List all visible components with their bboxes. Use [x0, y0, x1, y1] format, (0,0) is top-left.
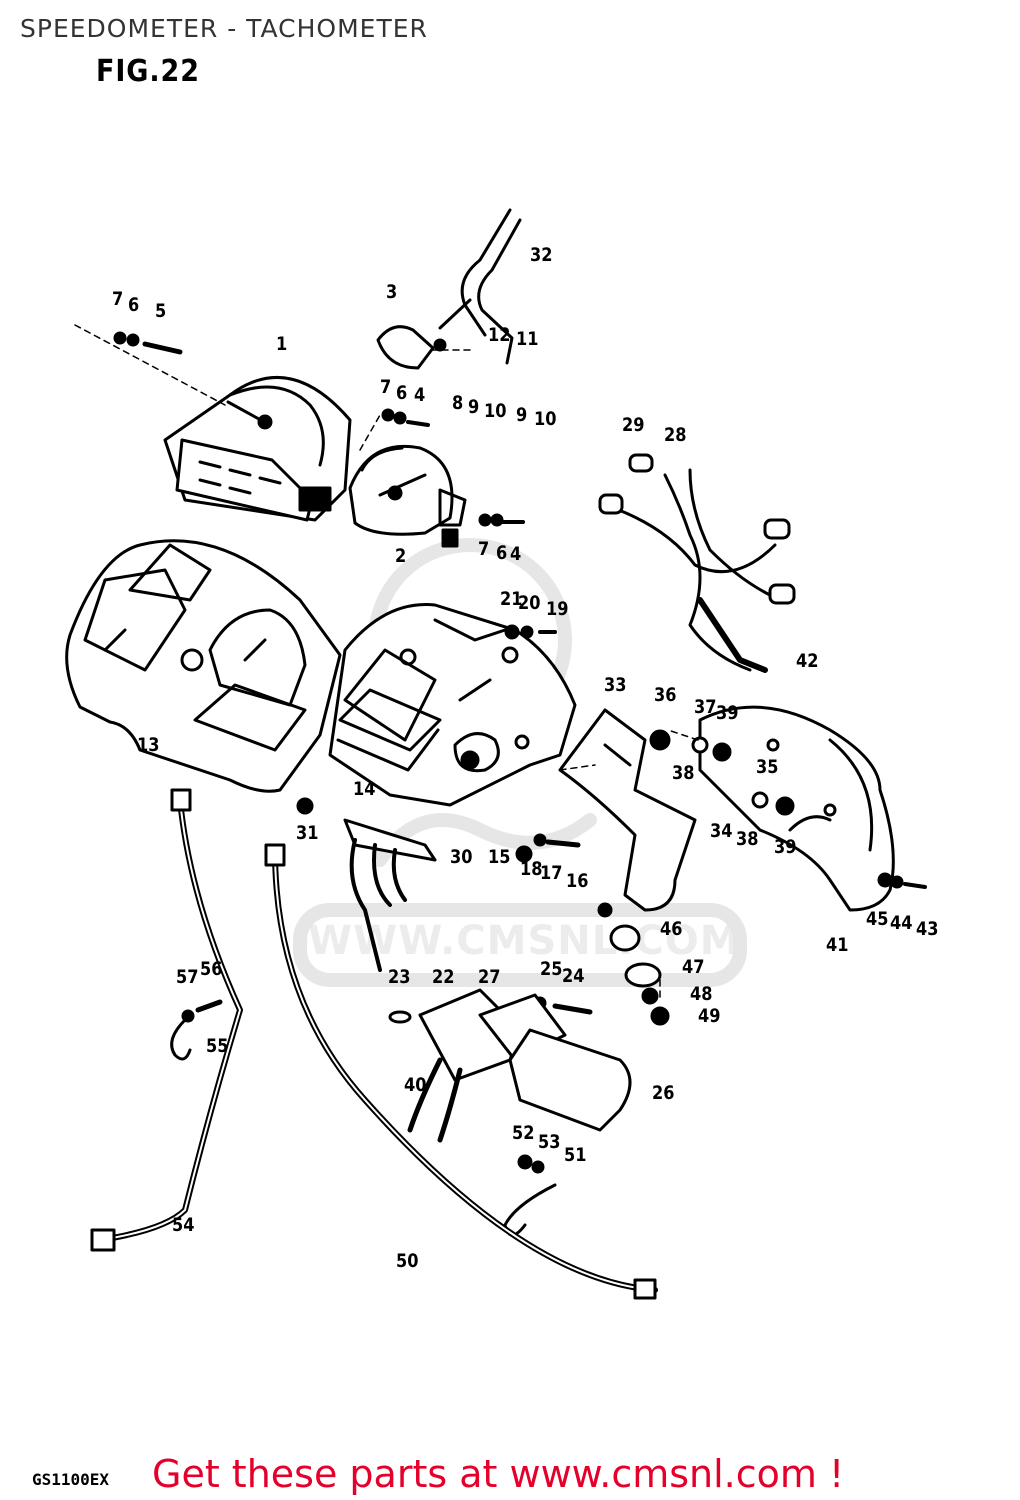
part-number-label: 17	[540, 862, 563, 884]
part-number-label: 55	[206, 1035, 229, 1057]
part-number-label: 28	[664, 424, 687, 446]
part-number-label: 23	[388, 966, 411, 988]
part-number-label: 22	[432, 966, 455, 988]
harness-28	[598, 453, 796, 673]
part-number-label: 18	[520, 858, 543, 880]
part-number-label: 34	[710, 820, 733, 842]
part-number-label: 4	[414, 384, 426, 406]
lower-case-41	[698, 705, 895, 912]
tachometer-assembly	[348, 444, 467, 548]
part-number-label: 40	[404, 1074, 427, 1096]
bracket-33	[558, 708, 697, 912]
part-number-label: 13	[137, 734, 160, 756]
part-number-label: 5	[155, 300, 167, 322]
part-number-label: 43	[916, 918, 939, 940]
part-number-label: 57	[176, 966, 199, 988]
part-number-label: 33	[604, 674, 627, 696]
part-number-label: 16	[566, 870, 589, 892]
part-number-label: 27	[478, 966, 501, 988]
cable-32	[438, 208, 522, 365]
part-number-label: 7	[380, 376, 392, 398]
part-number-label: 32	[530, 244, 553, 266]
clamp-51	[503, 1183, 557, 1237]
figure-label: FIG.22	[96, 54, 200, 89]
part-number-label: 56	[200, 958, 223, 980]
part-number-label: 25	[540, 958, 563, 980]
meter-case-14	[328, 603, 577, 807]
part-number-label: 10	[484, 400, 507, 422]
part-number-label: 44	[890, 912, 913, 934]
part-number-label: 37	[694, 696, 717, 718]
part-number-label: 39	[716, 702, 739, 724]
part-number-label: 39	[774, 836, 797, 858]
leader-lines	[74, 324, 699, 1001]
part-number-label: 51	[564, 1144, 587, 1166]
part-number-label: 20	[518, 592, 541, 614]
part-number-label: 21	[500, 588, 523, 610]
part-number-label: 11	[516, 328, 539, 350]
part-number-label: 52	[512, 1122, 535, 1144]
part-number-label: 19	[546, 598, 569, 620]
part-number-label: 7	[112, 288, 124, 310]
socket-3	[376, 325, 447, 370]
part-number-label: 38	[672, 762, 695, 784]
part-number-label: 24	[562, 965, 585, 987]
part-number-label: 9	[468, 396, 480, 418]
part-number-label: 2	[395, 545, 407, 567]
grommet-46-47	[609, 924, 662, 988]
part-number-label: 6	[496, 542, 508, 564]
part-number-label: 35	[756, 756, 779, 778]
indicator-unit-22-27-26	[388, 988, 632, 1143]
part-number-label: 50	[396, 1250, 419, 1272]
part-number-label: 48	[690, 983, 713, 1005]
cable-54	[90, 788, 243, 1252]
model-code: GS1100EX	[32, 1470, 110, 1489]
part-number-label: 38	[736, 828, 759, 850]
part-number-label: 6	[396, 382, 408, 404]
cable-50	[264, 843, 658, 1300]
part-number-label: 49	[698, 1005, 721, 1027]
part-number-label: 45	[866, 908, 889, 930]
part-number-label: 1	[276, 333, 288, 355]
part-number-label: 41	[826, 934, 849, 956]
part-number-label: 29	[622, 414, 645, 436]
clamp-55	[170, 1018, 192, 1061]
speedometer-assembly	[163, 375, 352, 522]
part-number-label: 42	[796, 650, 819, 672]
page-title: SPEEDOMETER - TACHOMETER	[20, 14, 428, 43]
part-number-label: 26	[652, 1082, 675, 1104]
part-number-label: 46	[660, 918, 683, 940]
meter-cover-13	[65, 539, 342, 793]
part-number-label: 31	[296, 822, 319, 844]
part-number-label: 47	[682, 956, 705, 978]
part-number-label: 8	[452, 392, 464, 414]
part-number-label: 14	[353, 778, 376, 800]
part-number-label: 15	[488, 846, 511, 868]
part-number-label: 6	[128, 294, 140, 316]
watermark-text: WWW.CMSNL.COM	[308, 918, 741, 964]
part-number-label: 10	[534, 408, 557, 430]
part-number-label: 12	[488, 324, 511, 346]
part-number-label: 30	[450, 846, 473, 868]
part-number-label: 3	[386, 281, 398, 303]
part-number-label: 54	[172, 1214, 195, 1236]
part-number-label: 9	[516, 404, 528, 426]
socket-30	[343, 818, 437, 972]
small-hardware	[113, 331, 927, 1174]
part-number-label: 7	[478, 538, 490, 560]
part-number-label: 36	[654, 684, 677, 706]
promo-link[interactable]: Get these parts at www.cmsnl.com !	[152, 1452, 845, 1496]
part-number-label: 53	[538, 1131, 561, 1153]
part-number-label: 4	[510, 543, 522, 565]
